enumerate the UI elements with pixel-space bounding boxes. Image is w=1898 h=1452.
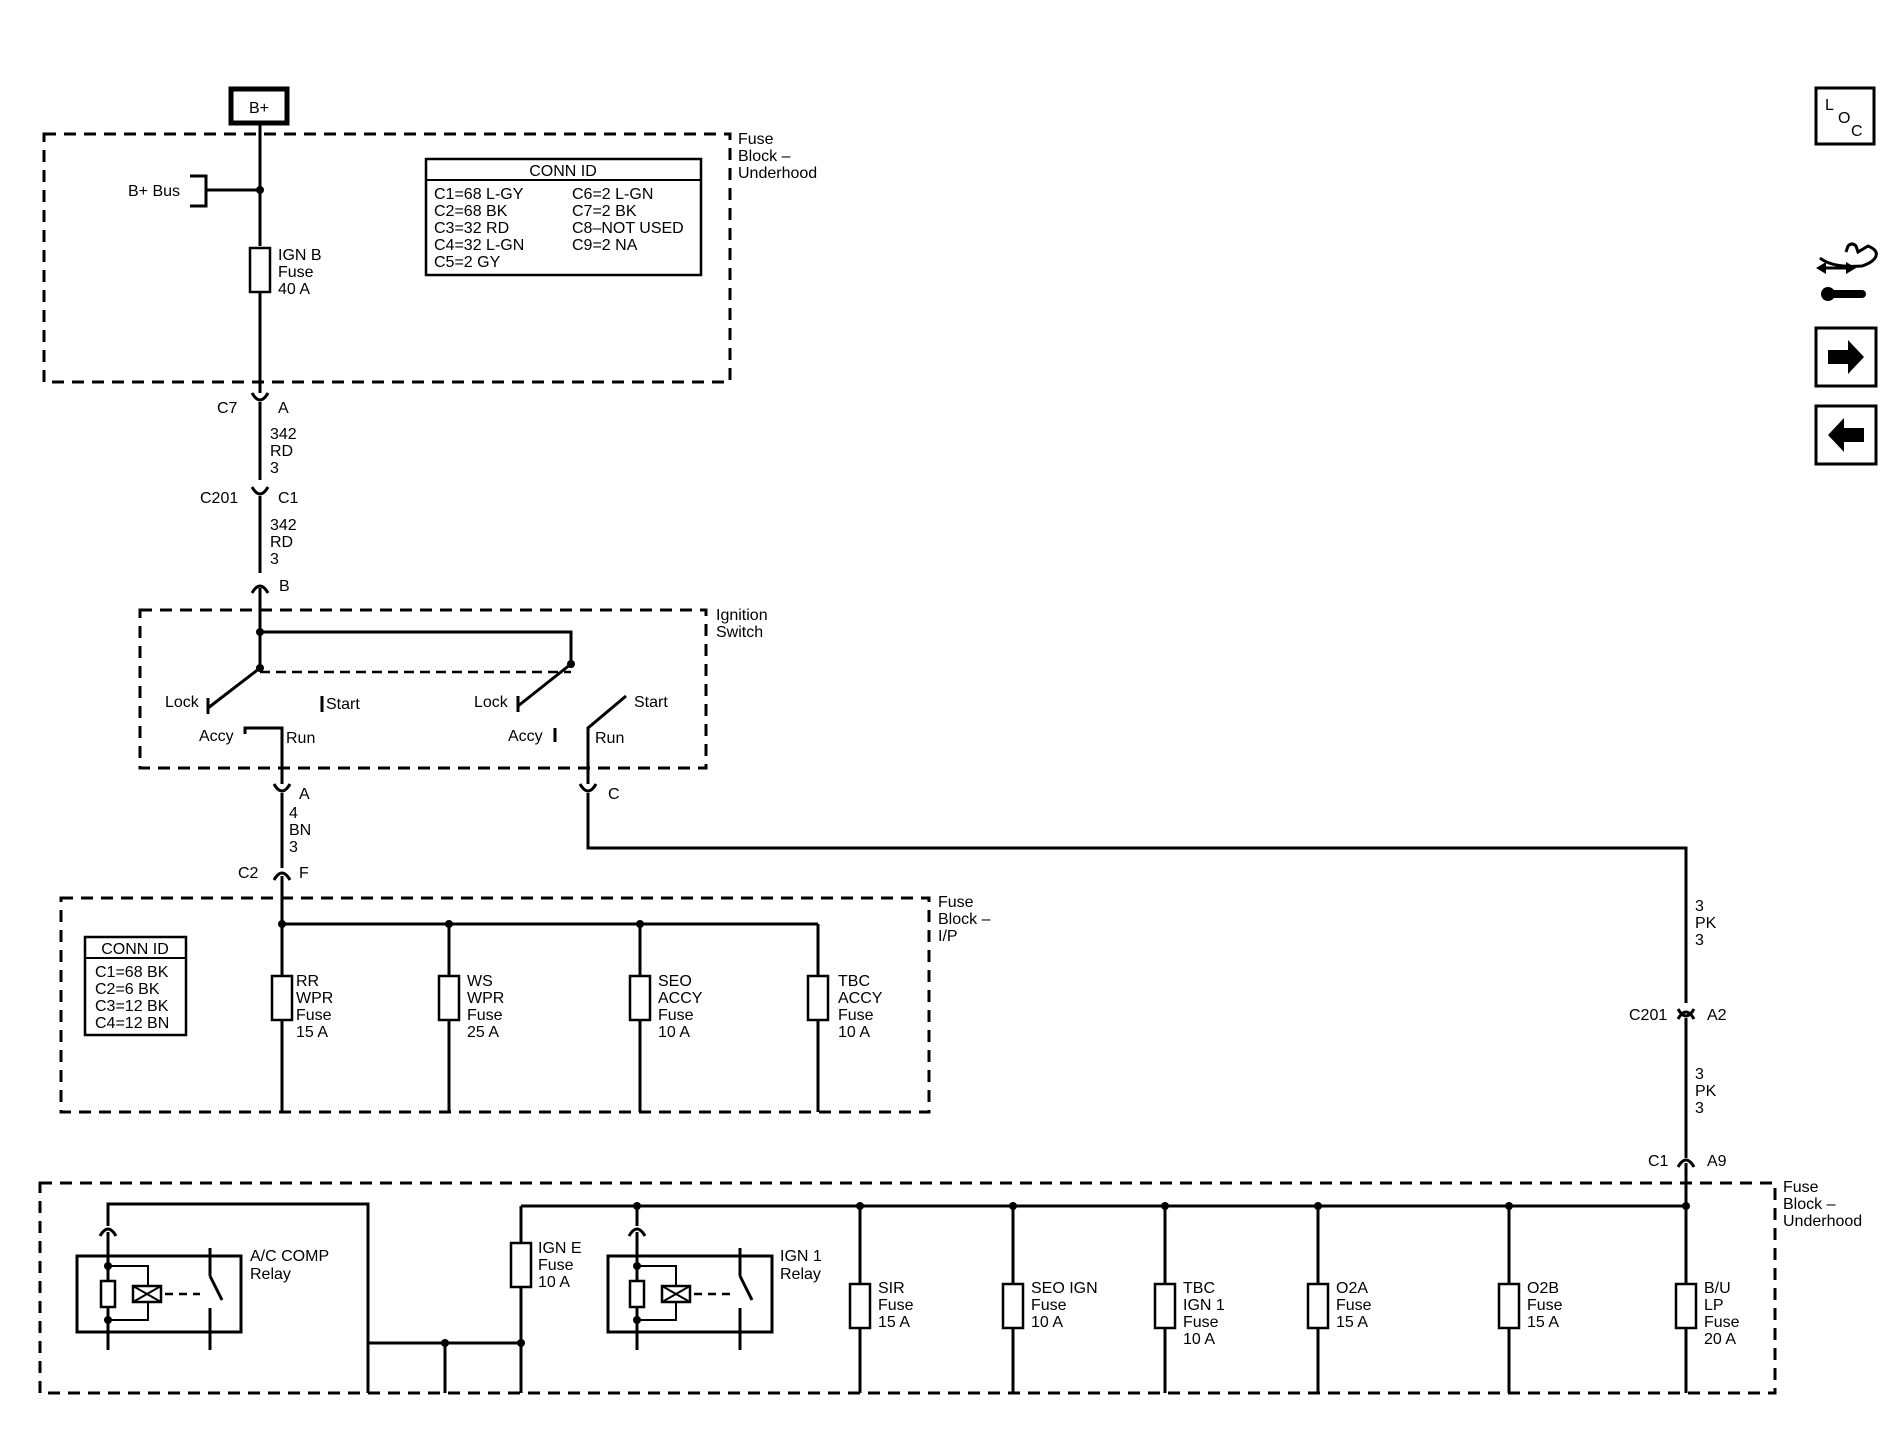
ign-b-fuse (248, 246, 272, 294)
ac-comp-relay-label: A/C COMP Relay (250, 1248, 333, 1283)
wire-3-pk-2: 3 PK 3 (1695, 1066, 1721, 1117)
previous-page-button[interactable] (1814, 404, 1878, 466)
ignition-switch-box (138, 608, 708, 770)
ignition-switch-label: Ignition Switch (716, 607, 772, 641)
location-view-button[interactable]: L O C (1814, 86, 1876, 146)
c2-label: C2 (238, 865, 259, 882)
conn-id-top-title: CONN ID (529, 163, 597, 180)
conn-id-top-right: C6=2 L-GN C7=2 BK C8–NOT USED C9=2 NA (572, 186, 688, 254)
ign-e-fuse (509, 1206, 533, 1393)
fuse-block-ip-label: Fuse Block – I/P (938, 894, 995, 945)
arrow-left-icon (1828, 418, 1864, 452)
ign-switch-pin-a: A (299, 786, 310, 803)
ign-1-relay-label: IGN 1 Relay (780, 1248, 826, 1283)
ign-switch-pin-c: C (608, 786, 620, 803)
conn-id-ip-lines: C1=68 BK C2=6 BK C3=12 BK C4=12 BN (95, 964, 173, 1032)
c201-pin: C1 (278, 490, 299, 507)
ign-switch-start-left: Start (326, 696, 360, 713)
bplus-label: B+ (249, 100, 269, 117)
component-locator-icon[interactable] (1816, 242, 1878, 301)
next-page-button[interactable] (1814, 326, 1878, 388)
svg-text:L: L (1825, 97, 1834, 114)
c7-pin: A (278, 400, 289, 417)
wire-3-pk-run (586, 793, 1688, 1003)
bplus-bus-bracket (190, 174, 208, 208)
ign-switch-lock-right: Lock (474, 694, 509, 711)
ign-1-relay (606, 1206, 774, 1350)
fuse-block-underhood-top-label: Fuse Block – Underhood (738, 131, 817, 182)
conn-id-ip-title: CONN ID (101, 941, 169, 958)
c201-a2-label: C201 (1629, 1007, 1667, 1024)
c201-label: C201 (200, 490, 238, 507)
conn-id-table-top (424, 157, 703, 277)
ign-switch-accy-right: Accy (508, 728, 543, 745)
ign-e-fuse-label: IGN E Fuse 10 A (538, 1240, 586, 1291)
conn-id-table-ip (83, 935, 188, 1037)
bplus-bus-label: B+ Bus (128, 183, 180, 200)
ign-switch-run-left: Run (286, 730, 315, 747)
arrow-right-icon (1828, 340, 1864, 374)
c201-a2-pin: A2 (1707, 1007, 1727, 1024)
c2-pin: F (299, 865, 309, 882)
fuse-block-underhood-bottom-label: Fuse Block – Underhood (1783, 1179, 1862, 1230)
svg-text:O: O (1838, 110, 1850, 127)
ac-comp-relay (75, 1202, 370, 1393)
fuse-block-underhood-bottom (38, 1181, 1777, 1395)
c7-label: C7 (217, 400, 238, 417)
c1-a9-label: C1 (1648, 1153, 1669, 1170)
wire-4-bn: 4 BN 3 (289, 805, 316, 856)
svg-text:C: C (1851, 123, 1863, 140)
conn-id-top-left: C1=68 L-GY C2=68 BK C3=32 RD C4=32 L-GN … (434, 186, 529, 271)
wire-342-rd-2: 342 RD 3 (270, 517, 301, 568)
wire-342-rd-1: 342 RD 3 (270, 426, 301, 477)
ign-switch-run-right: Run (595, 730, 624, 747)
ign-switch-start-right: Start (634, 694, 668, 711)
ign-switch-accy-left: Accy (199, 728, 234, 745)
ign-b-fuse-label: IGN B Fuse 40 A (278, 247, 326, 298)
c1-a9-pin: A9 (1707, 1153, 1727, 1170)
wire-3-pk-1: 3 PK 3 (1695, 898, 1721, 949)
ign-switch-lock-left: Lock (165, 694, 200, 711)
fuse-block-underhood-top (42, 132, 732, 384)
ign-switch-pin-b: B (279, 578, 290, 595)
